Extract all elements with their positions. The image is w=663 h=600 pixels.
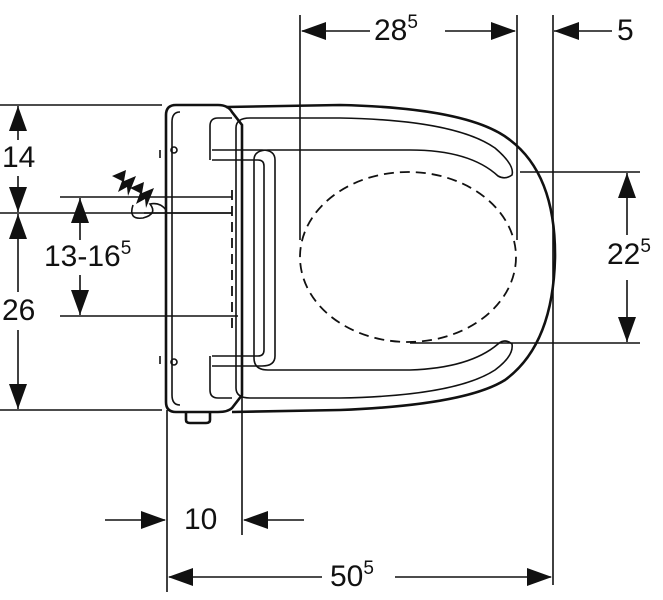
dim-height-top: 14 [2, 141, 36, 174]
arrow-up [71, 198, 89, 223]
dim-front-offset: 5 [617, 14, 634, 47]
lid-hinge-block [212, 149, 276, 367]
lightning-bolt-icon [112, 170, 232, 220]
arrow-up [618, 173, 636, 198]
screw-top [170, 146, 178, 154]
arrow-down [618, 317, 636, 342]
arrow-right [527, 568, 552, 586]
seat-rim [235, 117, 514, 399]
connector-stub [184, 412, 212, 425]
dim-overall-length: 505 [330, 558, 374, 593]
arrow-left [301, 22, 326, 40]
dim-rear-offset: 10 [184, 503, 218, 536]
seat-opening [299, 171, 517, 343]
dim-opening-width: 225 [607, 236, 651, 271]
arrow-down [9, 384, 27, 409]
dim-connection-range: 13-165 [44, 238, 132, 273]
arrow-right [141, 511, 166, 529]
arrow-right [491, 22, 516, 40]
seat-body [225, 103, 557, 414]
arrow-up [9, 214, 27, 239]
arrow-left [554, 22, 579, 40]
extension-lines [0, 15, 640, 592]
arrow-down [9, 187, 27, 212]
rear-housing [164, 103, 244, 414]
dim-seat-width: 285 [374, 12, 418, 47]
screw-bottom [170, 358, 178, 366]
arrow-left [168, 568, 193, 586]
arrow-down [71, 290, 89, 315]
dim-height-bottom: 26 [2, 294, 36, 327]
seat-outline [159, 103, 557, 425]
dimension-lines [9, 22, 636, 586]
arrow-left [243, 511, 268, 529]
arrow-up [9, 106, 27, 131]
